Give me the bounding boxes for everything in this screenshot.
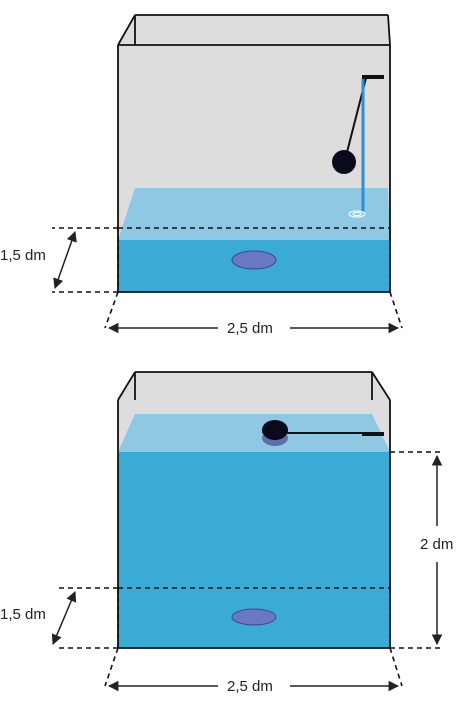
tank-1-water-surface — [118, 188, 390, 240]
float-ball — [332, 150, 356, 174]
float-ball-top — [262, 420, 288, 440]
width-label-1: 2,5 dm — [227, 320, 273, 337]
tank-1-outline — [117, 14, 391, 293]
tank-1-drain — [231, 250, 277, 270]
figure-2-tank: 1,5 dm 2 dm 2,5 dm — [0, 371, 453, 695]
tank-2-outline — [117, 371, 391, 649]
tank-1-float-valve — [332, 75, 384, 218]
tank-2-drain — [231, 608, 277, 626]
depth-dimension-arrow-1 — [53, 231, 77, 289]
depth-label-2: 1,5 dm — [0, 606, 46, 623]
splash-ripple-inner — [352, 212, 362, 216]
depth-label-1: 1,5 dm — [0, 247, 46, 264]
splash-ripple — [348, 210, 366, 218]
width-label-2: 2,5 dm — [227, 678, 273, 695]
tank-2-water-surface — [118, 414, 390, 452]
figure-1-tank: 1,5 dm 2,5 dm — [0, 14, 403, 337]
depth-dimension-arrow-2 — [51, 591, 77, 645]
tank-2-float-valve — [262, 420, 384, 446]
height-label: 2 dm — [420, 536, 453, 553]
